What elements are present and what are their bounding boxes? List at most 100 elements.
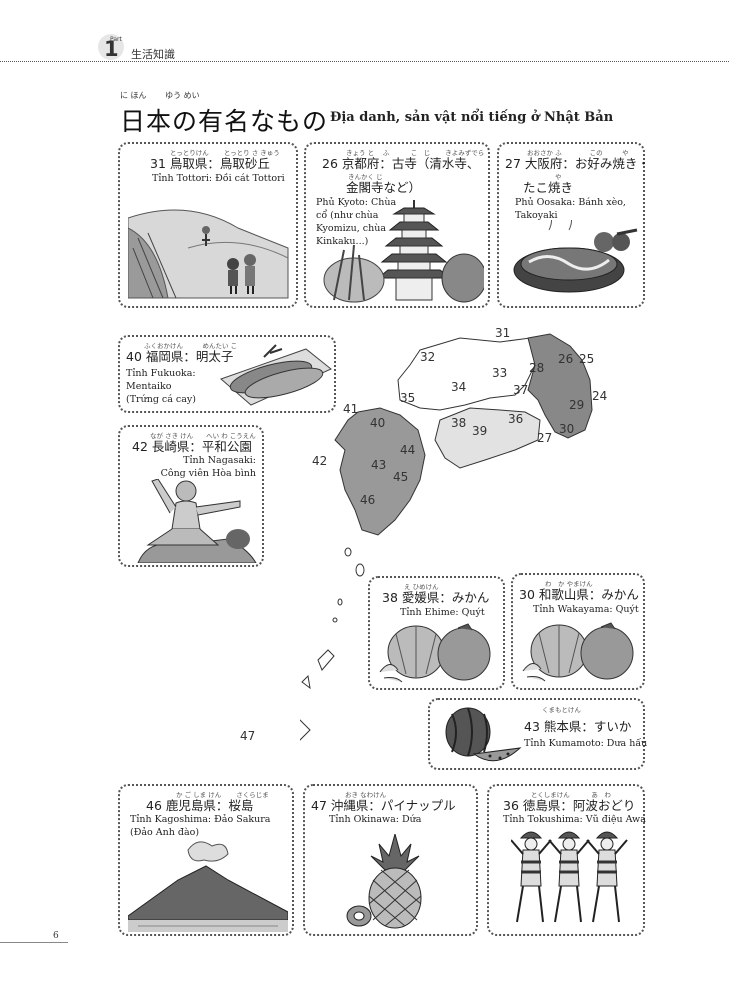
part-number: 1 xyxy=(104,37,119,61)
card-kyoto: きょう と ふ こ じ きよみずでら 26 京都府：古寺（清水寺、 きんかく じ… xyxy=(304,142,490,308)
card-ruby: わ か やまけん xyxy=(545,580,593,588)
map-label-45: 45 xyxy=(393,470,409,484)
map-region-chugoku xyxy=(397,337,536,411)
card-fukuoka: ふくおかけん めんたい こ 40 福岡県：明太子 Tỉnh Fukuoka: M… xyxy=(118,335,336,413)
card-ruby: くまもとけん xyxy=(542,706,581,714)
map-label-30: 30 xyxy=(559,422,575,436)
card-caption: Tỉnh Fukuoka: xyxy=(126,368,196,379)
watermelon-illustration xyxy=(445,707,522,762)
card-caption: Tỉnh Tokushima: Vũ điệu Awa xyxy=(503,814,646,825)
map-label-44: 44 xyxy=(400,443,416,457)
card-caption: Phủ Oosaka: Bánh xèo, Takoyaki xyxy=(515,197,626,221)
map-label-37: 37 xyxy=(513,383,529,397)
card-title: 38 愛媛県：みかん xyxy=(382,590,490,605)
footer-rule xyxy=(0,942,68,943)
card-nagasaki: なが さき けん へい わ こうえん 42 長崎県：平和公園 Tỉnh Naga… xyxy=(118,425,264,567)
section-title: 生活知識 xyxy=(131,48,175,61)
card-ruby: とっとりけん とっとり さ きゅう xyxy=(170,149,280,157)
map-label-31: 31 xyxy=(495,326,511,340)
card-caption: Mentaiko xyxy=(126,381,172,392)
map-label-35: 35 xyxy=(400,391,416,405)
mandarin-illustration xyxy=(522,622,634,682)
map-label-42: 42 xyxy=(312,454,328,468)
card-caption: Tỉnh Kumamoto: Dưa hấu xyxy=(524,738,648,749)
card-ruby-2: や xyxy=(555,173,562,181)
card-wakayama: わ か やまけん 30 和歌山県：みかん Tỉnh Wakayama: Quýt xyxy=(511,573,645,690)
sand-dune-illustration xyxy=(128,209,289,299)
card-ruby: きょう と ふ こ じ きよみずでら xyxy=(346,149,485,157)
peace-statue-illustration xyxy=(137,479,257,563)
map-label-27: 27 xyxy=(537,431,553,445)
map-label-36: 36 xyxy=(508,412,524,426)
card-kumamoto: くまもとけん 43 熊本県：すいか Tỉnh Kumamoto: Dưa hấu xyxy=(428,698,648,770)
map-region-kyushu xyxy=(334,407,426,536)
map-label-32: 32 xyxy=(420,350,436,364)
header-divider xyxy=(0,61,729,62)
card-title: 26 京都府：古寺（清水寺、 xyxy=(322,156,480,171)
card-title: 43 熊本県：すいか xyxy=(524,719,632,734)
card-ruby: おおさか ふ この や xyxy=(527,149,629,157)
card-caption: Tỉnh Wakayama: Quýt xyxy=(533,604,639,615)
card-title: 46 鹿児島県：桜島 xyxy=(146,798,254,813)
map-label-38: 38 xyxy=(451,416,467,430)
card-ruby: とくしまけん あ わ xyxy=(531,791,611,799)
card-title: 27 大阪府：お好み焼き・ xyxy=(505,156,650,171)
card-title: 40 福岡県：明太子 xyxy=(126,349,234,364)
card-ruby: え ひめけん xyxy=(404,583,439,591)
map-region-shikoku xyxy=(434,407,541,469)
card-title: 47 沖縄県：パイナップル xyxy=(311,798,456,813)
page-title: 日本の有名なもの xyxy=(120,107,329,136)
card-ruby: なが さき けん へい わ こうえん xyxy=(150,432,256,440)
map-label-34: 34 xyxy=(451,380,467,394)
card-caption: Tỉnh Okinawa: Dứa xyxy=(329,814,422,825)
card-title: 36 徳島県：阿波おどり xyxy=(503,798,636,813)
map-label-28: 28 xyxy=(529,361,545,375)
card-caption: Phủ Kyoto: Chùa cổ (như chùa Kyomizu, ch… xyxy=(316,197,397,247)
card-title: 42 長崎県：平和公園 xyxy=(132,439,252,454)
page-subtitle: Địa danh, sản vật nổi tiếng ở Nhật Bản xyxy=(330,110,614,125)
map-label-24: 24 xyxy=(592,389,608,403)
card-tokushima: とくしまけん あ わ 36 徳島県：阿波おどり Tỉnh Tokushima: … xyxy=(487,784,646,936)
card-title-2: たこ焼き xyxy=(523,180,574,195)
map-region-kinki xyxy=(527,333,593,439)
map-label-43: 43 xyxy=(371,458,387,472)
card-tottori: とっとりけん とっとり さ きゅう 31 鳥取県：鳥取砂丘 Tỉnh Totto… xyxy=(118,142,298,308)
card-kagoshima: か ご しま けん さくらじま 46 鹿児島県：桜島 Tỉnh Kagoshim… xyxy=(118,784,294,936)
card-caption: Tỉnh Nagasaki: xyxy=(183,455,256,466)
sakurajima-volcano-illustration xyxy=(128,841,288,932)
title-ruby: に ほん ゆう めい xyxy=(120,91,200,100)
okonomiyaki-illustration xyxy=(513,220,638,293)
card-caption: Tỉnh Ehime: Quýt xyxy=(400,607,485,618)
map-label-41: 41 xyxy=(343,402,359,416)
awa-dancers-illustration xyxy=(511,831,628,923)
pagoda-illustration xyxy=(323,200,484,303)
card-caption: Tỉnh Kagoshima: Đảo Sakura (Đảo Anh đào) xyxy=(130,814,271,838)
card-caption: Tỉnh Tottori: Đồi cát Tottori xyxy=(152,173,285,184)
card-title: 31 鳥取県：鳥取砂丘 xyxy=(150,156,270,171)
japan-map xyxy=(300,333,593,741)
map-label-25: 25 xyxy=(579,352,595,366)
card-osaka: おおさか ふ この や 27 大阪府：お好み焼き・ や たこ焼き Phủ Oos… xyxy=(497,142,650,308)
card-okinawa: おき なわけん 47 沖縄県：パイナップル Tỉnh Okinawa: Dứa xyxy=(303,784,478,936)
map-label-29: 29 xyxy=(569,398,585,412)
mentaiko-illustration xyxy=(220,344,332,406)
map-label-39: 39 xyxy=(472,424,488,438)
part-badge xyxy=(98,34,124,60)
map-label-26: 26 xyxy=(558,352,574,366)
card-caption: Công viên Hòa bình xyxy=(160,468,256,479)
map-label-33: 33 xyxy=(492,366,508,380)
map-label-40: 40 xyxy=(370,416,386,430)
card-ruby: ふくおかけん めんたい こ xyxy=(144,342,238,350)
card-title: 30 和歌山県：みかん xyxy=(519,587,639,602)
part-label: Part xyxy=(110,36,122,43)
map-label-47: 47 xyxy=(240,729,256,743)
mandarin-illustration xyxy=(379,623,491,683)
pineapple-illustration xyxy=(346,834,422,929)
map-label-46: 46 xyxy=(360,493,376,507)
card-ehime: え ひめけん 38 愛媛県：みかん Tỉnh Ehime: Quýt xyxy=(368,576,505,690)
card-title-2: 金閣寺など） xyxy=(346,180,422,195)
page-number: 6 xyxy=(53,931,59,941)
map-regions xyxy=(334,333,593,536)
card-ruby-2: きんかく じ xyxy=(348,173,383,181)
card-ruby: おき なわけん xyxy=(345,791,387,799)
